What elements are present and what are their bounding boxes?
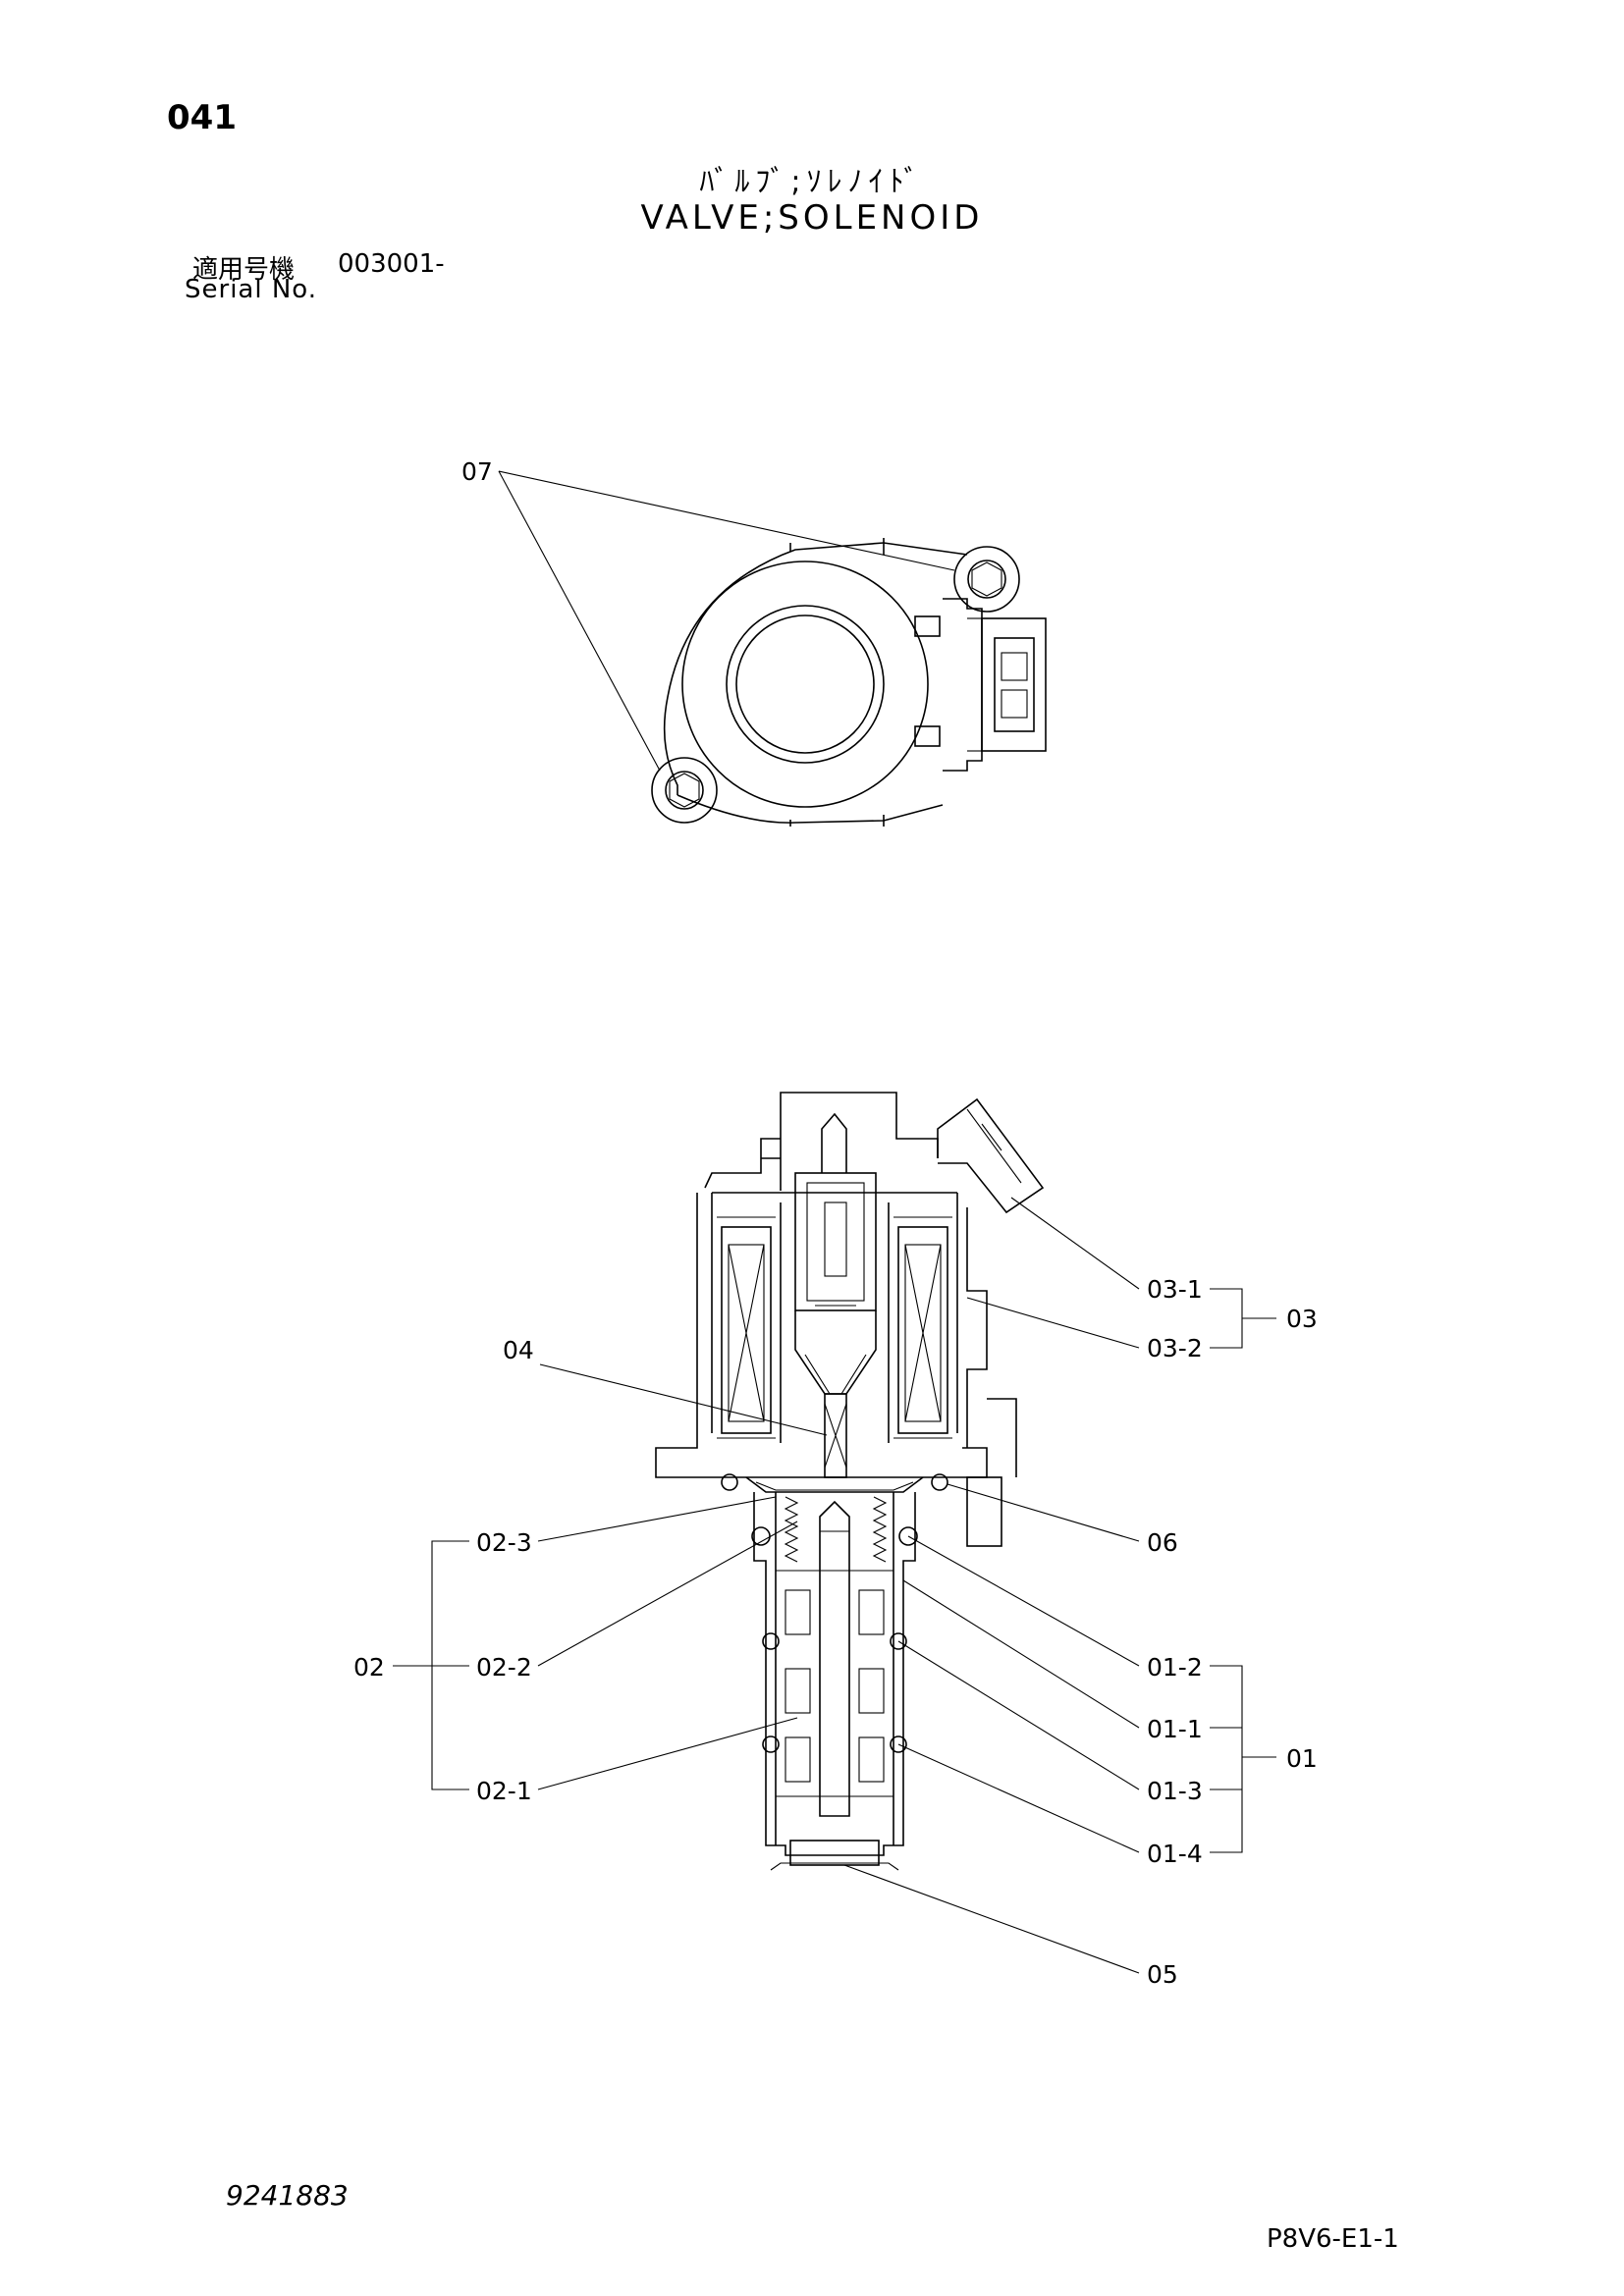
serial-value: 003001- — [338, 249, 445, 279]
serial-label-english: Serial No. — [185, 275, 317, 304]
drawing-code: P8V6-E1-1 — [1267, 2224, 1399, 2254]
label-07: 07 — [461, 457, 493, 486]
label-03: 03 — [1286, 1305, 1318, 1333]
callout-02-group: 02-3 02-2 02-1 02 — [353, 1496, 798, 1805]
label-01: 01 — [1286, 1744, 1318, 1773]
serial-label-japanese: 適用号機 — [192, 255, 296, 285]
callout-03-group: 03-1 03-2 03 — [966, 1197, 1318, 1362]
callout-01-group: 01-2 01-1 01-3 01-4 01 — [897, 1535, 1318, 1868]
label-01-4: 01-4 — [1147, 1840, 1203, 1868]
callout-05: 05 — [843, 1864, 1178, 1989]
page-number: 041 — [167, 98, 237, 137]
callout-04: 04 — [503, 1336, 828, 1436]
callout-07: 07 — [461, 457, 955, 772]
label-01-1: 01-1 — [1147, 1715, 1203, 1743]
label-01-3: 01-3 — [1147, 1777, 1203, 1805]
label-04: 04 — [503, 1336, 534, 1364]
title-japanese: ﾊﾞﾙﾌﾞ;ｿﾚﾉｲﾄﾞ — [699, 165, 925, 199]
label-02-3: 02-3 — [476, 1528, 532, 1557]
label-03-1: 03-1 — [1147, 1275, 1203, 1304]
label-02-2: 02-2 — [476, 1653, 532, 1682]
label-06: 06 — [1147, 1528, 1178, 1557]
callout-06: 06 — [947, 1483, 1178, 1557]
label-02: 02 — [353, 1653, 385, 1682]
solenoid-section-view — [655, 1092, 1045, 1871]
label-02-1: 02-1 — [476, 1777, 532, 1805]
title-english: VALVE;SOLENOID — [640, 198, 984, 238]
label-03-2: 03-2 — [1147, 1334, 1203, 1362]
document-number: 9241883 — [226, 2179, 349, 2212]
solenoid-top-view — [651, 538, 1047, 827]
label-05: 05 — [1147, 1960, 1178, 1989]
label-01-2: 01-2 — [1147, 1653, 1203, 1682]
